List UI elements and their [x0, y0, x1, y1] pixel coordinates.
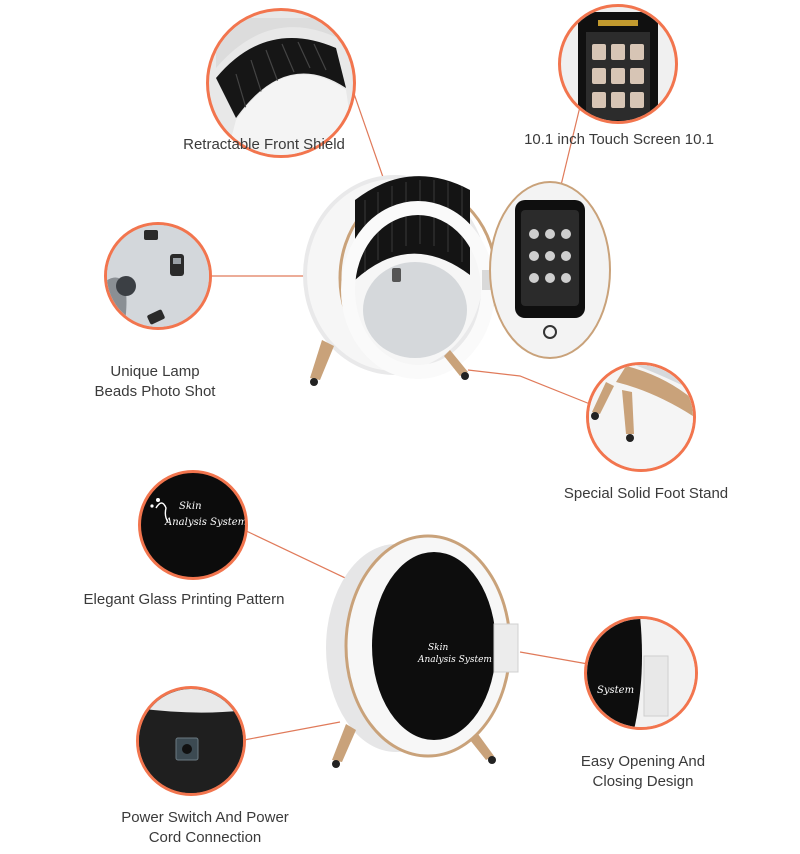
leader-line-foot-stand — [467, 369, 591, 405]
label-front-shield: Retractable Front Shield — [183, 136, 345, 153]
label-glass-pattern: Elegant Glass Printing Pattern — [83, 591, 285, 608]
foot-stand-closeup — [589, 365, 693, 469]
callout-circle-front-shield — [206, 8, 356, 158]
device-glass-print-line1: Skin — [428, 643, 449, 653]
touch-screen-closeup — [578, 12, 658, 121]
glass-print-partial: System — [597, 685, 635, 696]
callout-circle-foot-stand — [586, 362, 696, 472]
callout-circle-touch-screen — [558, 4, 678, 124]
label-opening-line2: Closing Design — [592, 773, 694, 790]
opening-design-closeup — [587, 619, 695, 727]
leader-line-opening — [519, 651, 589, 665]
face-logo-icon — [150, 498, 169, 523]
callout-circle-opening-design: System — [584, 616, 698, 730]
label-power-line1: Power Switch And Power — [121, 809, 289, 826]
label-lamp-line2: Beads Photo Shot — [94, 383, 216, 400]
skin-analyzer-closed-view — [326, 534, 519, 768]
glass-print-line1: Skin — [179, 501, 202, 512]
label-opening-line1: Easy Opening And — [580, 753, 706, 770]
callout-circle-power-switch — [136, 686, 246, 796]
lamp-beads-closeup — [107, 225, 209, 327]
label-foot-stand: Special Solid Foot Stand — [563, 485, 729, 502]
callout-circle-glass-print: Skin Analysis System — [138, 470, 248, 580]
power-port-closeup — [139, 689, 243, 793]
device-glass-print: Skin Analysis System — [410, 642, 492, 666]
label-power-switch: Power Switch And Power Cord Connection — [90, 808, 320, 848]
glass-print-line2: Analysis System — [165, 517, 248, 528]
label-lamp-line1: Unique Lamp — [110, 363, 200, 380]
front-shield-closeup — [216, 18, 353, 155]
callout-circle-lamp-beads — [104, 222, 212, 330]
label-lamp-beads: Unique Lamp Beads Photo Shot — [60, 362, 250, 402]
leader-line-front-shield — [351, 87, 385, 181]
label-touch-screen: 10.1 inch Touch Screen 10.1 — [524, 131, 714, 148]
label-opening-design: Easy Opening And Closing Design — [548, 752, 738, 792]
label-power-line2: Cord Connection — [148, 829, 262, 846]
device-glass-print-line2: Analysis System — [418, 655, 492, 665]
skin-analyzer-open-view — [303, 175, 611, 386]
leader-line-power — [243, 721, 341, 741]
